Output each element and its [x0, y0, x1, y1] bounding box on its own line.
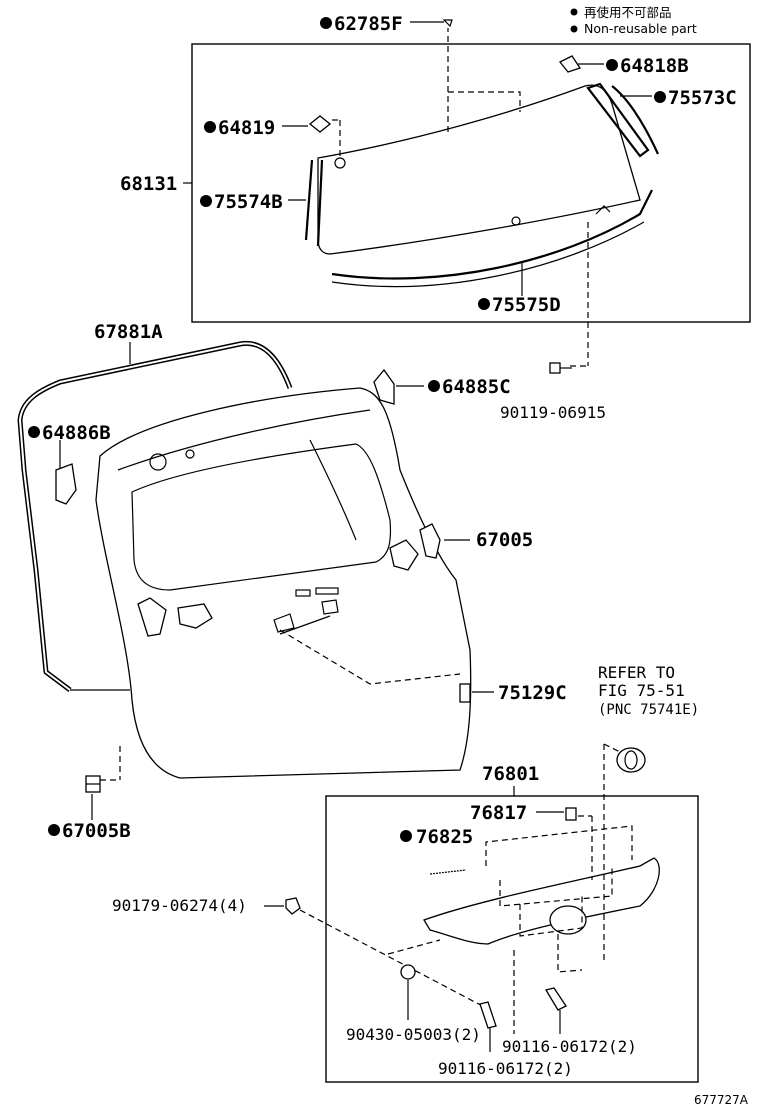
label-refer-pnc: (PNC 75741E): [598, 702, 699, 718]
clip-90179-icon: [285, 897, 301, 915]
emblem-icon: [616, 747, 646, 773]
non-reusable-dot-icon: [320, 17, 332, 29]
label-76801: 76801: [482, 763, 539, 785]
part-75575D-molding: [331, 189, 653, 280]
screw-90116-icon: [479, 1001, 497, 1029]
label-90119-06915: 90119-06915: [500, 403, 606, 422]
label-75129C: 75129C: [498, 682, 567, 704]
back-window-glass: [317, 84, 641, 255]
washer-90430-icon: [400, 964, 416, 980]
leader-90179-dashed: [299, 909, 491, 1011]
part-75573C-molding: [586, 82, 650, 158]
garnish-group-box: [325, 795, 699, 1083]
label-90179-06274: 90179-06274(4): [112, 896, 247, 915]
leader-75129C-dashed: [279, 629, 461, 685]
legend-dot-icon: [570, 25, 578, 33]
label-76825: 76825: [416, 826, 473, 848]
part-75574B-molding-inner: [316, 159, 324, 247]
label-90116-06172-a: 90116-06172(2): [502, 1037, 637, 1056]
label-refer-fig: FIG 75-51: [598, 681, 685, 700]
legend-non-reusable-ja: 再使用不可部品: [584, 5, 672, 20]
label-68131: 68131: [120, 173, 177, 195]
part-76825-tape: [429, 869, 467, 875]
label-75574B: 75574B: [214, 191, 283, 213]
label-75573C: 75573C: [668, 87, 737, 109]
label-refer-to: REFER TO: [598, 663, 675, 682]
figure-id: 677727A: [694, 1093, 749, 1107]
non-reusable-dot-icon: [606, 59, 618, 71]
non-reusable-dot-icon: [48, 824, 60, 836]
legend-non-reusable-en: Non-reusable part: [584, 21, 697, 36]
part-64886B-bracket: [55, 463, 77, 505]
label-76817: 76817: [470, 802, 527, 824]
legend-dot-icon: [570, 8, 578, 16]
label-75575D: 75575D: [492, 294, 561, 316]
part-64819-clip: [308, 115, 332, 133]
label-64886B: 64886B: [42, 422, 111, 444]
label-90116-06172-b: 90116-06172(2): [438, 1059, 573, 1078]
part-75573C-strip: [611, 85, 659, 155]
non-reusable-dot-icon: [478, 298, 490, 310]
garnish-dash-left: [387, 939, 441, 955]
label-64819: 64819: [218, 117, 275, 139]
wiper-pivot: [595, 205, 611, 215]
part-67005B-icon: [85, 775, 101, 793]
non-reusable-dot-icon: [200, 195, 212, 207]
label-90430-05003: 90430-05003(2): [346, 1025, 481, 1044]
part-75574B-molding: [304, 159, 314, 241]
screw-90116-icon: [544, 987, 567, 1011]
label-67881A: 67881A: [94, 321, 163, 343]
label-64885C: 64885C: [442, 376, 511, 398]
label-67005B: 67005B: [62, 820, 131, 842]
label-67005: 67005: [476, 529, 533, 551]
part-64818B: [558, 55, 582, 73]
label-64818B: 64818B: [620, 55, 689, 77]
legend: 再使用不可部品 Non-reusable part: [570, 5, 697, 36]
part-75575D-molding-edge: [331, 221, 645, 288]
non-reusable-dot-icon: [28, 426, 40, 438]
non-reusable-dot-icon: [654, 91, 666, 103]
leader-75129C-bar: [279, 615, 331, 635]
leader-emblem: [603, 743, 621, 753]
bolt-90119-icon: [549, 362, 572, 374]
dashed-area-62785F: [447, 91, 521, 132]
part-76801-garnish: [423, 825, 660, 973]
screw-76817-icon: [565, 807, 577, 821]
part-62785F-clip: [442, 19, 453, 28]
part-64885C-bracket: [373, 368, 395, 405]
back-door-panel: [95, 387, 472, 779]
non-reusable-dot-icon: [204, 121, 216, 133]
non-reusable-dot-icon: [400, 830, 412, 842]
non-reusable-dot-icon: [428, 380, 440, 392]
part-75129C: [459, 683, 471, 703]
label-62785F: 62785F: [334, 13, 403, 35]
